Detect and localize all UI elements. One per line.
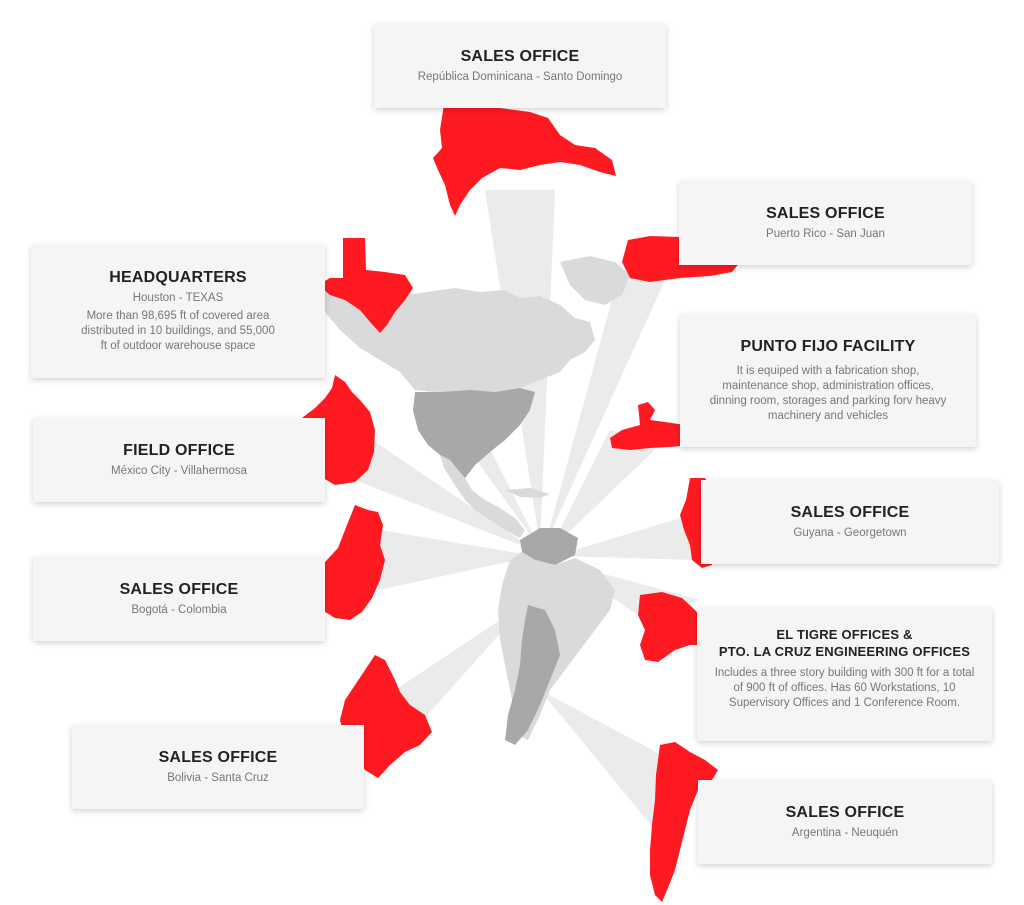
ray-mexico	[355, 435, 538, 552]
dominican-republic-shape	[433, 98, 616, 216]
card-title: SALES OFFICE	[158, 749, 278, 766]
card-argentina: SALES OFFICE Argentina - Neuquén	[698, 780, 992, 864]
card-title: PUNTO FIJO FACILITY	[740, 338, 916, 355]
card-location: Houston - TEXAS	[132, 292, 224, 304]
card-location: Bogotá - Colombia	[131, 604, 227, 616]
card-location: Argentina - Neuquén	[791, 827, 899, 839]
venezuela-shape	[520, 528, 578, 565]
card-dominicana: SALES OFFICE República Dominicana - Sant…	[374, 24, 666, 108]
card-location: Guyana - Georgetown	[793, 527, 907, 539]
ray-bolivia	[380, 600, 530, 740]
card-description: Includes a three story building with 300…	[714, 667, 975, 709]
usa-shape	[413, 388, 535, 478]
card-headquarters: HEADQUARTERS Houston - TEXAS More than 9…	[31, 245, 325, 378]
card-title: SALES OFFICE	[766, 205, 885, 222]
ray-guyana	[555, 515, 700, 560]
card-title-line2: PTO. LA CRUZ ENGINEERING OFFICES	[718, 644, 971, 659]
mexico-shape	[440, 455, 525, 538]
ray-argentina	[540, 690, 690, 830]
ray-puerto-rico	[545, 270, 665, 545]
card-mexico: FIELD OFFICE México City - Villahermosa	[33, 418, 325, 502]
ray-colombia	[378, 530, 535, 590]
texas-shape	[318, 238, 413, 333]
card-guyana: SALES OFFICE Guyana - Georgetown	[701, 480, 999, 564]
card-bolivia: SALES OFFICE Bolivia - Santa Cruz	[72, 725, 364, 809]
card-punto-fijo: PUNTO FIJO FACILITY It is equiped with a…	[680, 314, 976, 447]
card-title-line1: EL TIGRE OFFICES &	[776, 627, 913, 642]
card-location: República Dominicana - Santo Domingo	[417, 71, 623, 83]
card-title: SALES OFFICE	[790, 504, 910, 521]
colombia-shape	[312, 505, 385, 620]
ray-punto-fijo	[550, 430, 660, 550]
andes-shape	[505, 605, 560, 745]
card-colombia: SALES OFFICE Bogotá - Colombia	[33, 557, 325, 641]
card-puerto-rico: SALES OFFICE Puerto Rico - San Juan	[679, 181, 972, 265]
greenland-shape	[560, 256, 630, 305]
card-location: Bolivia - Santa Cruz	[167, 772, 269, 784]
card-location: Puerto Rico - San Juan	[766, 228, 885, 240]
card-location: México City - Villahermosa	[111, 465, 247, 477]
card-el-tigre: EL TIGRE OFFICES & PTO. LA CRUZ ENGINEER…	[697, 608, 992, 741]
card-description: More than 98,695 ft of covered area dist…	[81, 310, 275, 352]
card-title: HEADQUARTERS	[109, 269, 247, 286]
punto-fijo-shape	[610, 402, 695, 450]
caribbean-shape	[505, 488, 550, 498]
card-description: It is equiped with a fabrication shop, m…	[709, 365, 947, 422]
card-title: FIELD OFFICE	[123, 442, 235, 459]
card-title: SALES OFFICE	[460, 48, 580, 65]
card-title: SALES OFFICE	[785, 804, 905, 821]
card-title: SALES OFFICE	[119, 581, 239, 598]
